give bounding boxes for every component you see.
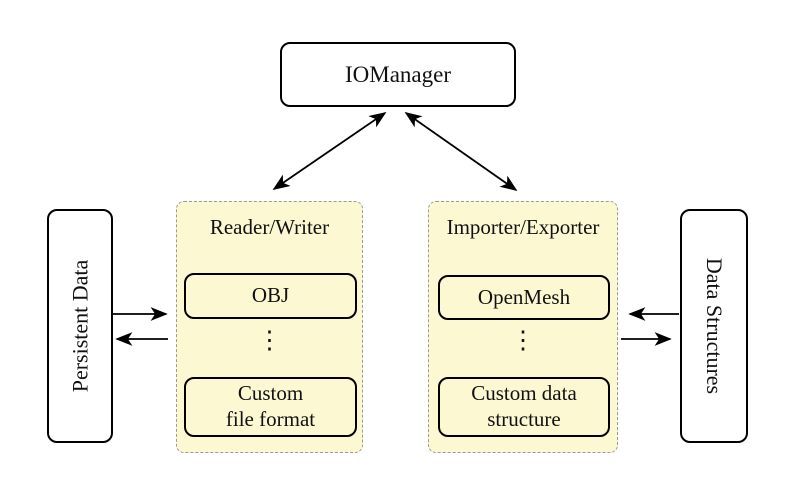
group-importer-exporter: Importer/Exporter OpenMesh ⋮ Custom data… [428,201,618,453]
node-custom-file-format-label: Custom file format [225,381,316,431]
node-data-structures: Data Structures [680,209,748,443]
ellipsis-importer-exporter: ⋮ [510,327,536,354]
node-custom-data-structure-label: Custom data structure [471,381,577,431]
node-data-structures-label: Data Structures [702,257,728,395]
arrow-iomanager-readerwriter [272,112,387,190]
group-reader-writer-title: Reader/Writer [209,215,330,239]
node-openmesh-label: OpenMesh [477,284,571,309]
node-persistent-data-label: Persistent Data [67,259,92,393]
node-iomanager-label: IOManager [344,61,451,87]
node-obj: OBJ [184,273,357,319]
arrow-iomanager-importerexporter [404,112,518,191]
node-custom-file-format: Custom file format [184,377,357,437]
node-iomanager: IOManager [280,42,516,107]
node-custom-data-structure: Custom data structure [438,377,610,437]
group-reader-writer: Reader/Writer OBJ ⋮ Custom file format [176,201,363,453]
group-importer-exporter-title: Importer/Exporter [446,215,600,239]
node-persistent-data: Persistent Data [47,209,113,443]
node-obj-label: OBJ [251,283,290,308]
ellipsis-reader-writer: ⋮ [257,327,282,354]
node-openmesh: OpenMesh [438,275,610,320]
